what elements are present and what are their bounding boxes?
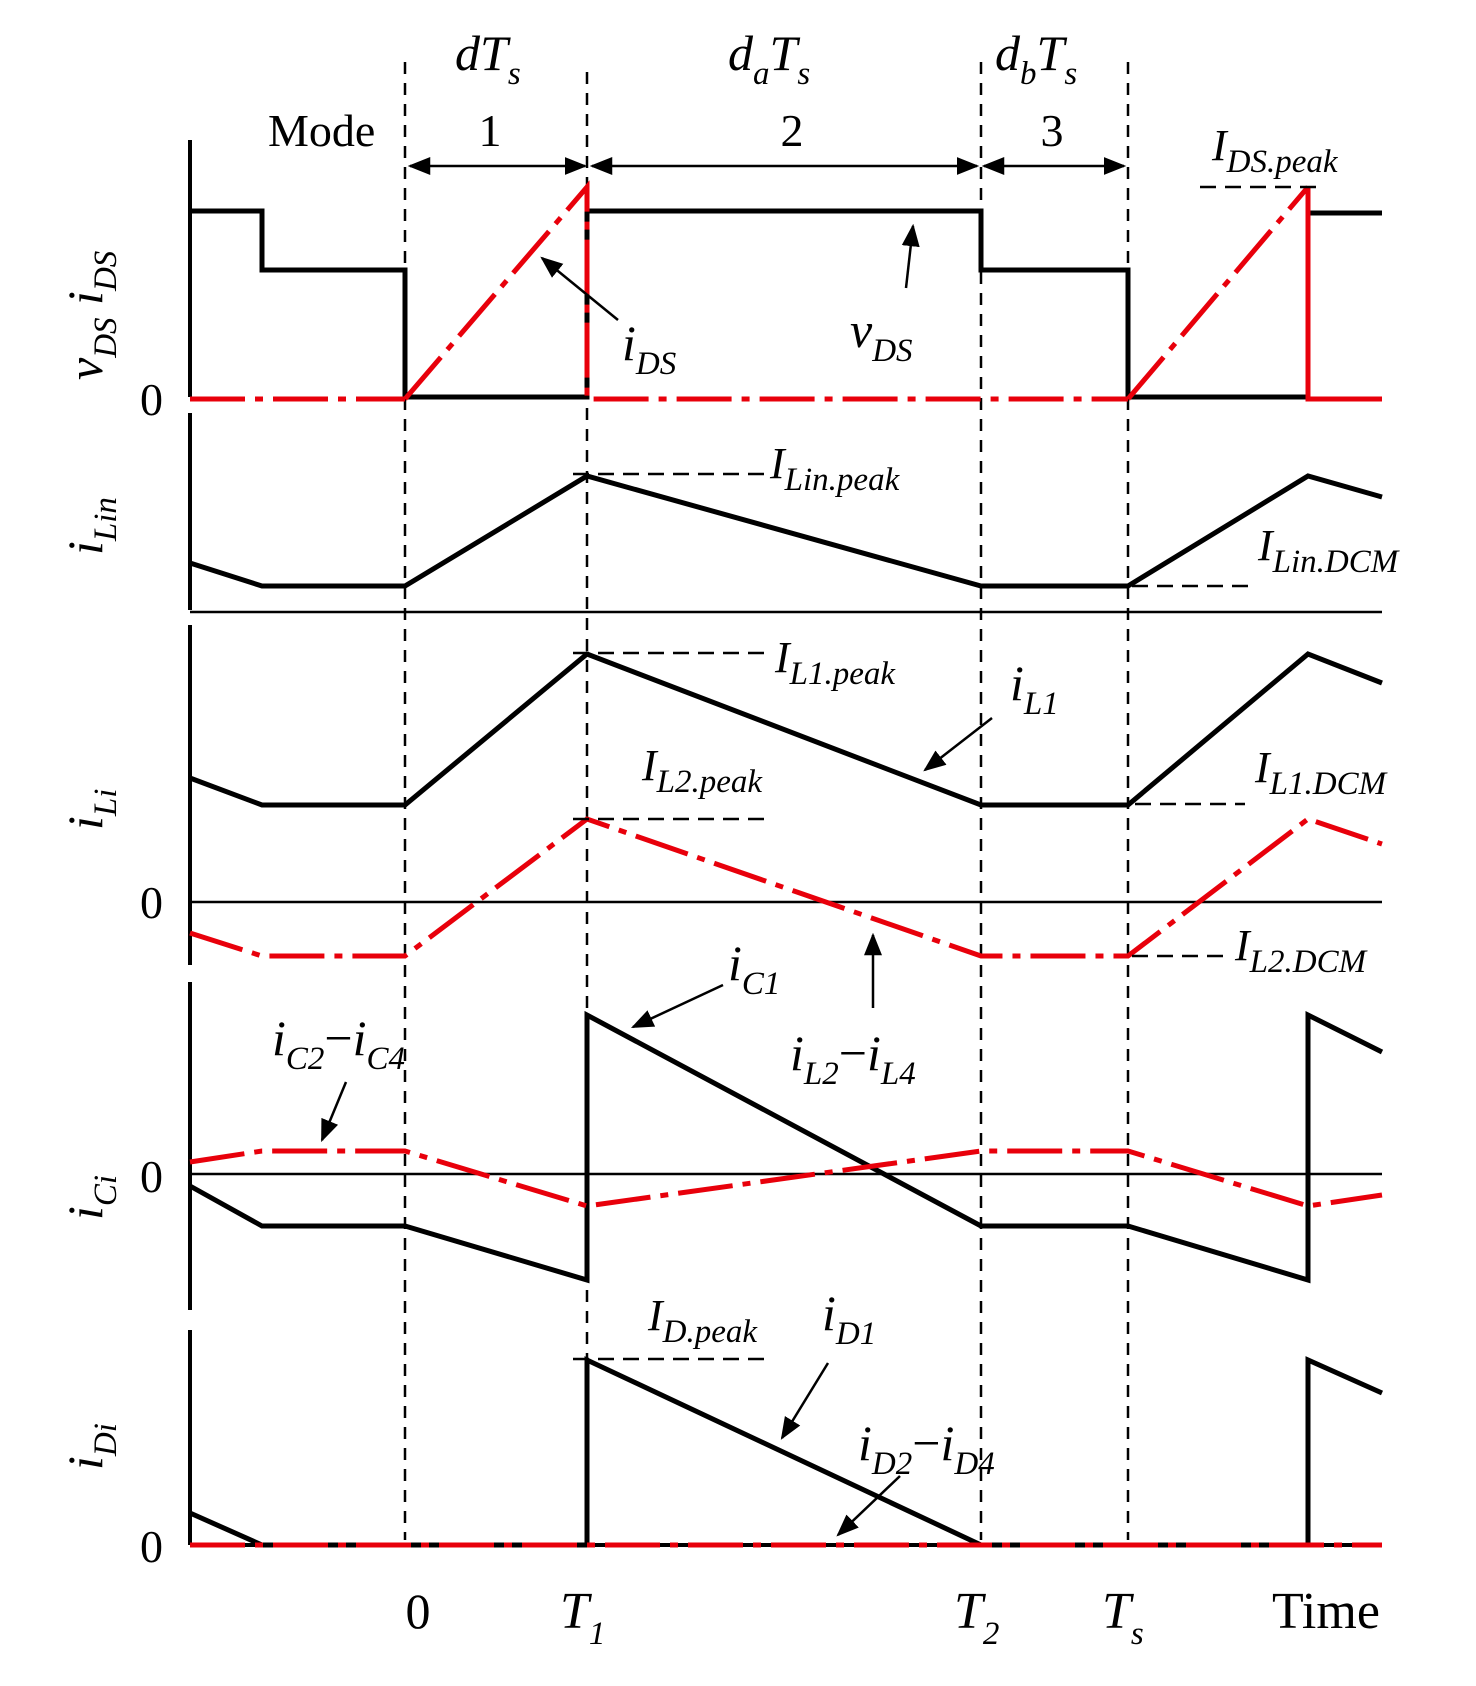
il1-peak-label: IL1.peak	[774, 633, 896, 692]
panel4-zero: 0	[140, 1151, 163, 1202]
il1-trace	[189, 651, 1383, 808]
time-axis-labels: 0 T1 T2 Ts Time	[406, 1583, 1380, 1652]
mode-2-number: 2	[781, 105, 804, 156]
ic1-arrow	[630, 983, 724, 1029]
id1-label: iD1	[822, 1285, 876, 1352]
id2-id4-arrow	[836, 1475, 901, 1537]
panel3-ylabel: iLi	[57, 789, 124, 830]
id-peak-label: ID.peak	[647, 1291, 758, 1350]
ids-ramp-2-fall	[1305, 187, 1382, 402]
ilin-dcm-label: ILin.DCM	[1257, 521, 1400, 580]
time-t1-label: T1	[560, 1583, 605, 1652]
vds-trace	[190, 208, 1382, 400]
ids-ramp-2	[1126, 185, 1310, 401]
panel2-traces: ILin.peak ILin.DCM	[189, 439, 1400, 589]
mode-3-number: 3	[1041, 105, 1064, 156]
panel1-traces: IDS.peak iDS vDS	[190, 121, 1382, 402]
id1-trace	[188, 1356, 1384, 1548]
panel4-traces: iC1 iC2−iC4	[188, 935, 1384, 1284]
panel1-zero: 0	[140, 374, 163, 425]
ids-peak-label: IDS.peak	[1211, 121, 1339, 180]
panel5-zero: 0	[140, 1521, 163, 1572]
il2-dcm-label: IL2.DCM	[1234, 921, 1368, 980]
panel3-zero: 0	[140, 877, 163, 928]
mode-1-duration: dTs	[455, 25, 521, 92]
vds-arrow	[901, 223, 920, 289]
panel1-ylabel: vDS iDS	[57, 251, 124, 380]
ids-ramp-1	[403, 180, 1128, 402]
ids-arrow	[540, 256, 619, 321]
mode-1-number: 1	[479, 105, 502, 156]
time-axis-title: Time	[1272, 1583, 1380, 1640]
il1-arrow	[923, 717, 993, 772]
id2-id4-label: iD2−iD4	[858, 1415, 995, 1482]
il2-il4-label: iL2−iL4	[790, 1025, 916, 1092]
mode-2-duration: daTs	[728, 25, 810, 92]
time-markers	[403, 62, 1130, 1540]
mode-header: Mode 1 2 3 dTs daTs dbTs	[268, 25, 1127, 175]
panel5-traces: ID.peak iD1 iD2−iD4	[188, 1285, 1384, 1548]
time-0-label: 0	[406, 1583, 431, 1639]
panel5-ylabel: iDi	[57, 1423, 124, 1470]
ic1-trace	[188, 1010, 1384, 1284]
ic2-ic4-arrow	[320, 1081, 348, 1143]
il2-il4-trace	[189, 816, 1383, 959]
mode-label: Mode	[268, 105, 375, 156]
il1-dcm-label: IL1.DCM	[1254, 743, 1388, 802]
ilin-trace	[189, 473, 1383, 589]
panel2-ylabel: iLin	[57, 497, 124, 555]
mode-3-duration: dbTs	[995, 25, 1077, 92]
vds-label: vDS	[850, 302, 913, 369]
ilin-peak-label: ILin.peak	[769, 439, 901, 498]
ic2-ic4-trace	[189, 1148, 1383, 1209]
zero-lines	[190, 610, 1382, 1547]
ic2-ic4-label: iC2−iC4	[272, 1010, 405, 1077]
panel4-ylabel: iCi	[57, 1175, 124, 1220]
il1-label: iL1	[1010, 655, 1059, 722]
il2-peak-label: IL2.peak	[641, 741, 763, 800]
time-ts-label: Ts	[1102, 1583, 1144, 1652]
panel3-traces: IL1.peak IL2.peak iL1 IL1.DCM IL2.DCM iL…	[189, 633, 1388, 1092]
id1-arrow	[780, 1362, 830, 1440]
ic1-label: iC1	[728, 935, 780, 1002]
ids-label: iDS	[622, 315, 676, 382]
time-t2-label: T2	[954, 1583, 999, 1652]
